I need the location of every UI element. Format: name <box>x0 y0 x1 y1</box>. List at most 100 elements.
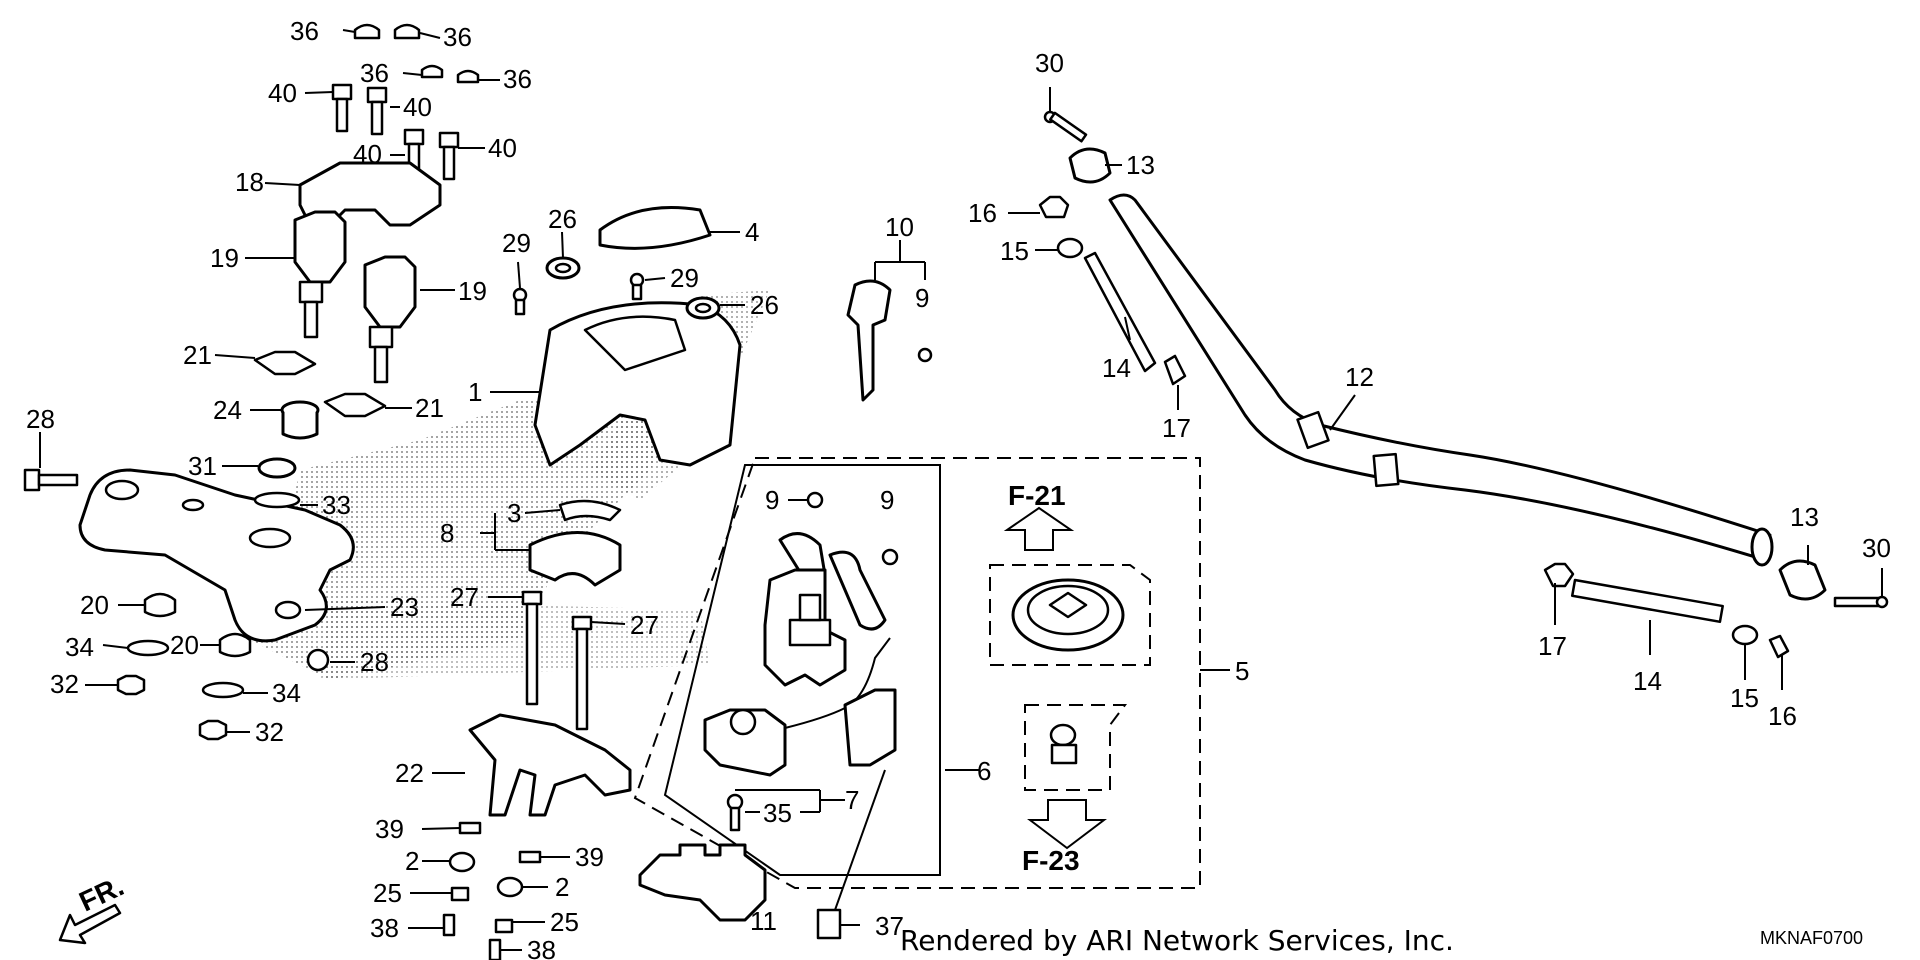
bolt-28-left <box>23 432 79 492</box>
callout-14: 14 <box>1102 353 1131 383</box>
render-credit: Rendered by ARI Network Services, Inc. <box>900 924 1454 957</box>
callout-31: 31 <box>188 451 217 481</box>
nut-36-group <box>342 23 500 84</box>
handlebar-12 <box>1108 193 1774 567</box>
callout-36: 36 <box>290 16 319 46</box>
callout-1: 1 <box>468 377 482 407</box>
reference-label-up: F-21 <box>1008 480 1066 511</box>
callout-16: 16 <box>968 198 997 228</box>
callout-25: 25 <box>373 878 402 908</box>
callout-19: 19 <box>210 243 239 273</box>
callout-36: 36 <box>443 22 472 52</box>
callout-27: 27 <box>450 582 479 612</box>
callout-9: 9 <box>880 485 894 515</box>
callout-20: 20 <box>80 590 109 620</box>
callout-40: 40 <box>268 78 297 108</box>
callouts: 36 36 36 36 40 40 40 40 18 19 19 21 21 2… <box>26 16 1891 960</box>
callout-40: 40 <box>403 92 432 122</box>
callout-34: 34 <box>272 678 301 708</box>
clamp-3-8 <box>480 499 622 587</box>
callout-28: 28 <box>26 404 55 434</box>
cap-37 <box>816 769 886 940</box>
screw-35-7 <box>726 789 845 832</box>
callout-33: 33 <box>322 490 351 520</box>
lock-housing-6 <box>703 637 980 777</box>
callout-39: 39 <box>575 842 604 872</box>
callout-23: 23 <box>390 592 419 622</box>
callout-15: 15 <box>1000 236 1029 266</box>
washer-34 <box>102 639 268 699</box>
key-10 <box>846 240 933 402</box>
callout-30: 30 <box>1862 533 1891 563</box>
callout-36: 36 <box>360 58 389 88</box>
bar-end-left <box>1008 87 1187 410</box>
rubber-21 <box>214 350 412 418</box>
callout-8: 8 <box>440 518 454 548</box>
callout-15: 15 <box>1730 683 1759 713</box>
callout-32: 32 <box>255 717 284 747</box>
fuel-cap-ref-down <box>1024 704 1127 850</box>
leader-23 <box>304 606 386 611</box>
callout-14: 14 <box>1633 666 1662 696</box>
bracket-22 <box>432 713 632 817</box>
callout-21: 21 <box>415 393 444 423</box>
callout-37: 37 <box>875 911 904 941</box>
callout-28: 28 <box>360 647 389 677</box>
callout-38: 38 <box>370 913 399 943</box>
callout-18: 18 <box>235 167 264 197</box>
callout-11: 11 <box>750 906 777 936</box>
small-parts-lower <box>408 821 570 960</box>
bushing-24 <box>250 400 320 440</box>
lower-holder-19 <box>245 210 455 384</box>
callout-19: 19 <box>458 276 487 306</box>
callout-21: 21 <box>183 340 212 370</box>
bolt-27 <box>488 590 626 731</box>
shaded-area-lower <box>320 600 710 680</box>
diagram-code: MKNAF0700 <box>1760 928 1863 948</box>
callout-6: 6 <box>977 756 991 786</box>
callout-7: 7 <box>845 785 859 815</box>
fuel-cap-ref-up <box>989 506 1151 666</box>
callout-17: 17 <box>1538 631 1567 661</box>
reference-label-down: F-23 <box>1022 845 1080 876</box>
callout-3: 3 <box>507 498 521 528</box>
callout-40: 40 <box>488 133 517 163</box>
callout-5: 5 <box>1235 656 1249 686</box>
callout-34: 34 <box>65 632 94 662</box>
top-bridge <box>78 468 355 643</box>
callout-4: 4 <box>745 217 759 247</box>
callout-20: 20 <box>170 630 199 660</box>
rubber-20 <box>118 592 252 658</box>
nut-31-washer-33 <box>222 457 318 509</box>
callout-25: 25 <box>550 907 579 937</box>
nut-32 <box>85 674 250 741</box>
bar-end-right <box>1543 545 1889 690</box>
callout-29: 29 <box>670 263 699 293</box>
callout-30: 30 <box>1035 48 1064 78</box>
callout-36: 36 <box>503 64 532 94</box>
callout-12: 12 <box>1345 362 1374 392</box>
callout-26: 26 <box>548 204 577 234</box>
screw-29 <box>512 261 666 316</box>
callout-26: 26 <box>750 290 779 320</box>
callout-29: 29 <box>502 228 531 258</box>
callout-13: 13 <box>1126 150 1155 180</box>
cover-1 <box>490 301 742 467</box>
grommet-26 <box>545 231 745 320</box>
bolt-40-group <box>304 83 485 181</box>
callout-32: 32 <box>50 669 79 699</box>
callout-17: 17 <box>1162 413 1191 443</box>
callout-9: 9 <box>915 283 929 313</box>
front-label: FR. <box>74 870 128 917</box>
callout-40: 40 <box>353 139 382 169</box>
callout-10: 10 <box>885 212 914 242</box>
front-arrow-icon <box>58 903 122 945</box>
callout-35: 35 <box>763 798 792 828</box>
bolt-28-right <box>306 648 355 672</box>
callout-27: 27 <box>630 610 659 640</box>
callout-13: 13 <box>1790 502 1819 532</box>
callout-39: 39 <box>375 814 404 844</box>
callout-9: 9 <box>765 485 779 515</box>
upper-holder-18 <box>264 161 442 227</box>
